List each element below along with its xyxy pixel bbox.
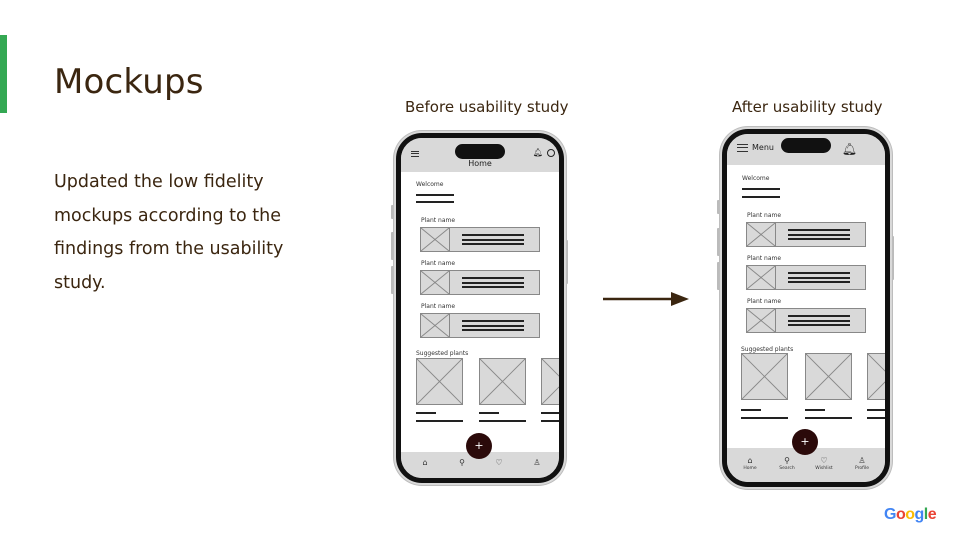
screen-title: Home [468,159,492,168]
hamburger-icon[interactable] [411,151,419,157]
home-icon: ⌂ [747,456,753,465]
profile-icon: ♙ [858,456,866,465]
plant-card[interactable] [420,270,540,295]
card-label: Plant name [747,298,782,305]
phone-side-button [391,205,394,219]
placeholder-line [742,196,780,198]
card-label: Plant name [421,303,456,310]
menu-label[interactable]: Menu [752,143,774,152]
image-placeholder-icon [421,314,450,337]
dynamic-island [455,144,505,159]
plant-card[interactable] [420,227,540,252]
placeholder-line [867,409,885,411]
before-phone-mockup: Home 🔔︎ Welcome Plant name Plant name Pl… [396,133,564,483]
phone-side-button [717,228,720,256]
image-placeholder-icon [421,271,450,294]
card-label: Plant name [421,217,456,224]
placeholder-line [416,194,454,196]
suggested-plant-image[interactable] [416,358,463,405]
bell-icon[interactable]: 🔔︎ [532,148,543,157]
add-fab-button[interactable]: + [792,429,818,455]
placeholder-line [741,409,761,411]
nav-label: Wishlist [815,466,833,471]
phone-side-button [391,266,394,294]
nav-wishlist[interactable]: ♡Wishlist [809,456,839,471]
arrow-right-icon [603,292,689,306]
nav-search[interactable]: ⚲Search [772,456,802,471]
hamburger-icon[interactable] [737,144,748,152]
suggested-plant-image[interactable] [741,353,788,400]
placeholder-line [867,417,885,419]
image-placeholder-icon [747,309,776,332]
top-app-bar: Home 🔔︎ [401,138,559,172]
profile-icon: ♙ [533,458,541,467]
plant-card[interactable] [746,265,866,290]
nav-profile[interactable]: ♙Profile [847,456,877,471]
plant-card[interactable] [746,308,866,333]
suggested-plant-image[interactable] [541,358,559,405]
image-placeholder-icon [421,228,450,251]
suggested-plant-image[interactable] [479,358,526,405]
plant-card[interactable] [420,313,540,338]
dynamic-island [781,138,831,153]
placeholder-line [479,412,499,414]
bell-icon[interactable]: 🔔︎ [841,142,857,156]
welcome-label: Welcome [742,175,770,182]
welcome-label: Welcome [416,181,444,188]
search-icon: ⚲ [459,458,465,467]
phone-side-button [565,240,568,284]
placeholder-line [541,412,559,414]
placeholder-line [805,417,852,419]
add-fab-button[interactable]: + [466,433,492,459]
suggested-label: Suggested plants [741,346,794,353]
plant-card[interactable] [746,222,866,247]
card-label: Plant name [747,255,782,262]
home-icon: ⌂ [422,458,428,467]
card-label: Plant name [747,212,782,219]
top-app-bar: Menu 🔔︎ [727,134,885,165]
image-placeholder-icon [747,266,776,289]
google-logo: Google [884,506,937,523]
placeholder-line [416,420,463,422]
nav-profile[interactable]: ♙ [522,458,552,467]
placeholder-line [805,409,825,411]
nav-search[interactable]: ⚲ [447,458,477,467]
suggested-plant-image[interactable] [805,353,852,400]
image-placeholder-icon [747,223,776,246]
suggested-label: Suggested plants [416,350,469,357]
profile-icon[interactable] [547,149,555,157]
phone-side-button [891,236,894,280]
nav-home[interactable]: ⌂ [410,458,440,467]
placeholder-line [416,201,454,203]
slide-description: Updated the low fidelity mockups accordi… [54,172,284,293]
heart-icon: ♡ [820,456,828,465]
search-icon: ⚲ [784,456,790,465]
after-caption: After usability study [732,98,883,116]
placeholder-line [479,420,526,422]
suggested-plant-image[interactable] [867,353,885,400]
before-caption: Before usability study [405,98,569,116]
nav-wishlist[interactable]: ♡ [484,458,514,467]
phone-side-button [717,200,720,214]
nav-label: Profile [855,466,869,471]
placeholder-line [742,188,780,190]
placeholder-line [741,417,788,419]
heart-icon: ♡ [495,458,503,467]
accent-bar [0,35,7,113]
nav-label: Search [779,466,795,471]
placeholder-line [416,412,436,414]
placeholder-line [541,420,559,422]
nav-home[interactable]: ⌂Home [735,456,765,471]
page-title: Mockups [54,62,204,102]
after-phone-mockup: Menu 🔔︎ Welcome Plant name Plant name Pl… [722,129,890,487]
phone-side-button [391,232,394,260]
phone-side-button [717,262,720,290]
nav-label: Home [743,466,757,471]
card-label: Plant name [421,260,456,267]
